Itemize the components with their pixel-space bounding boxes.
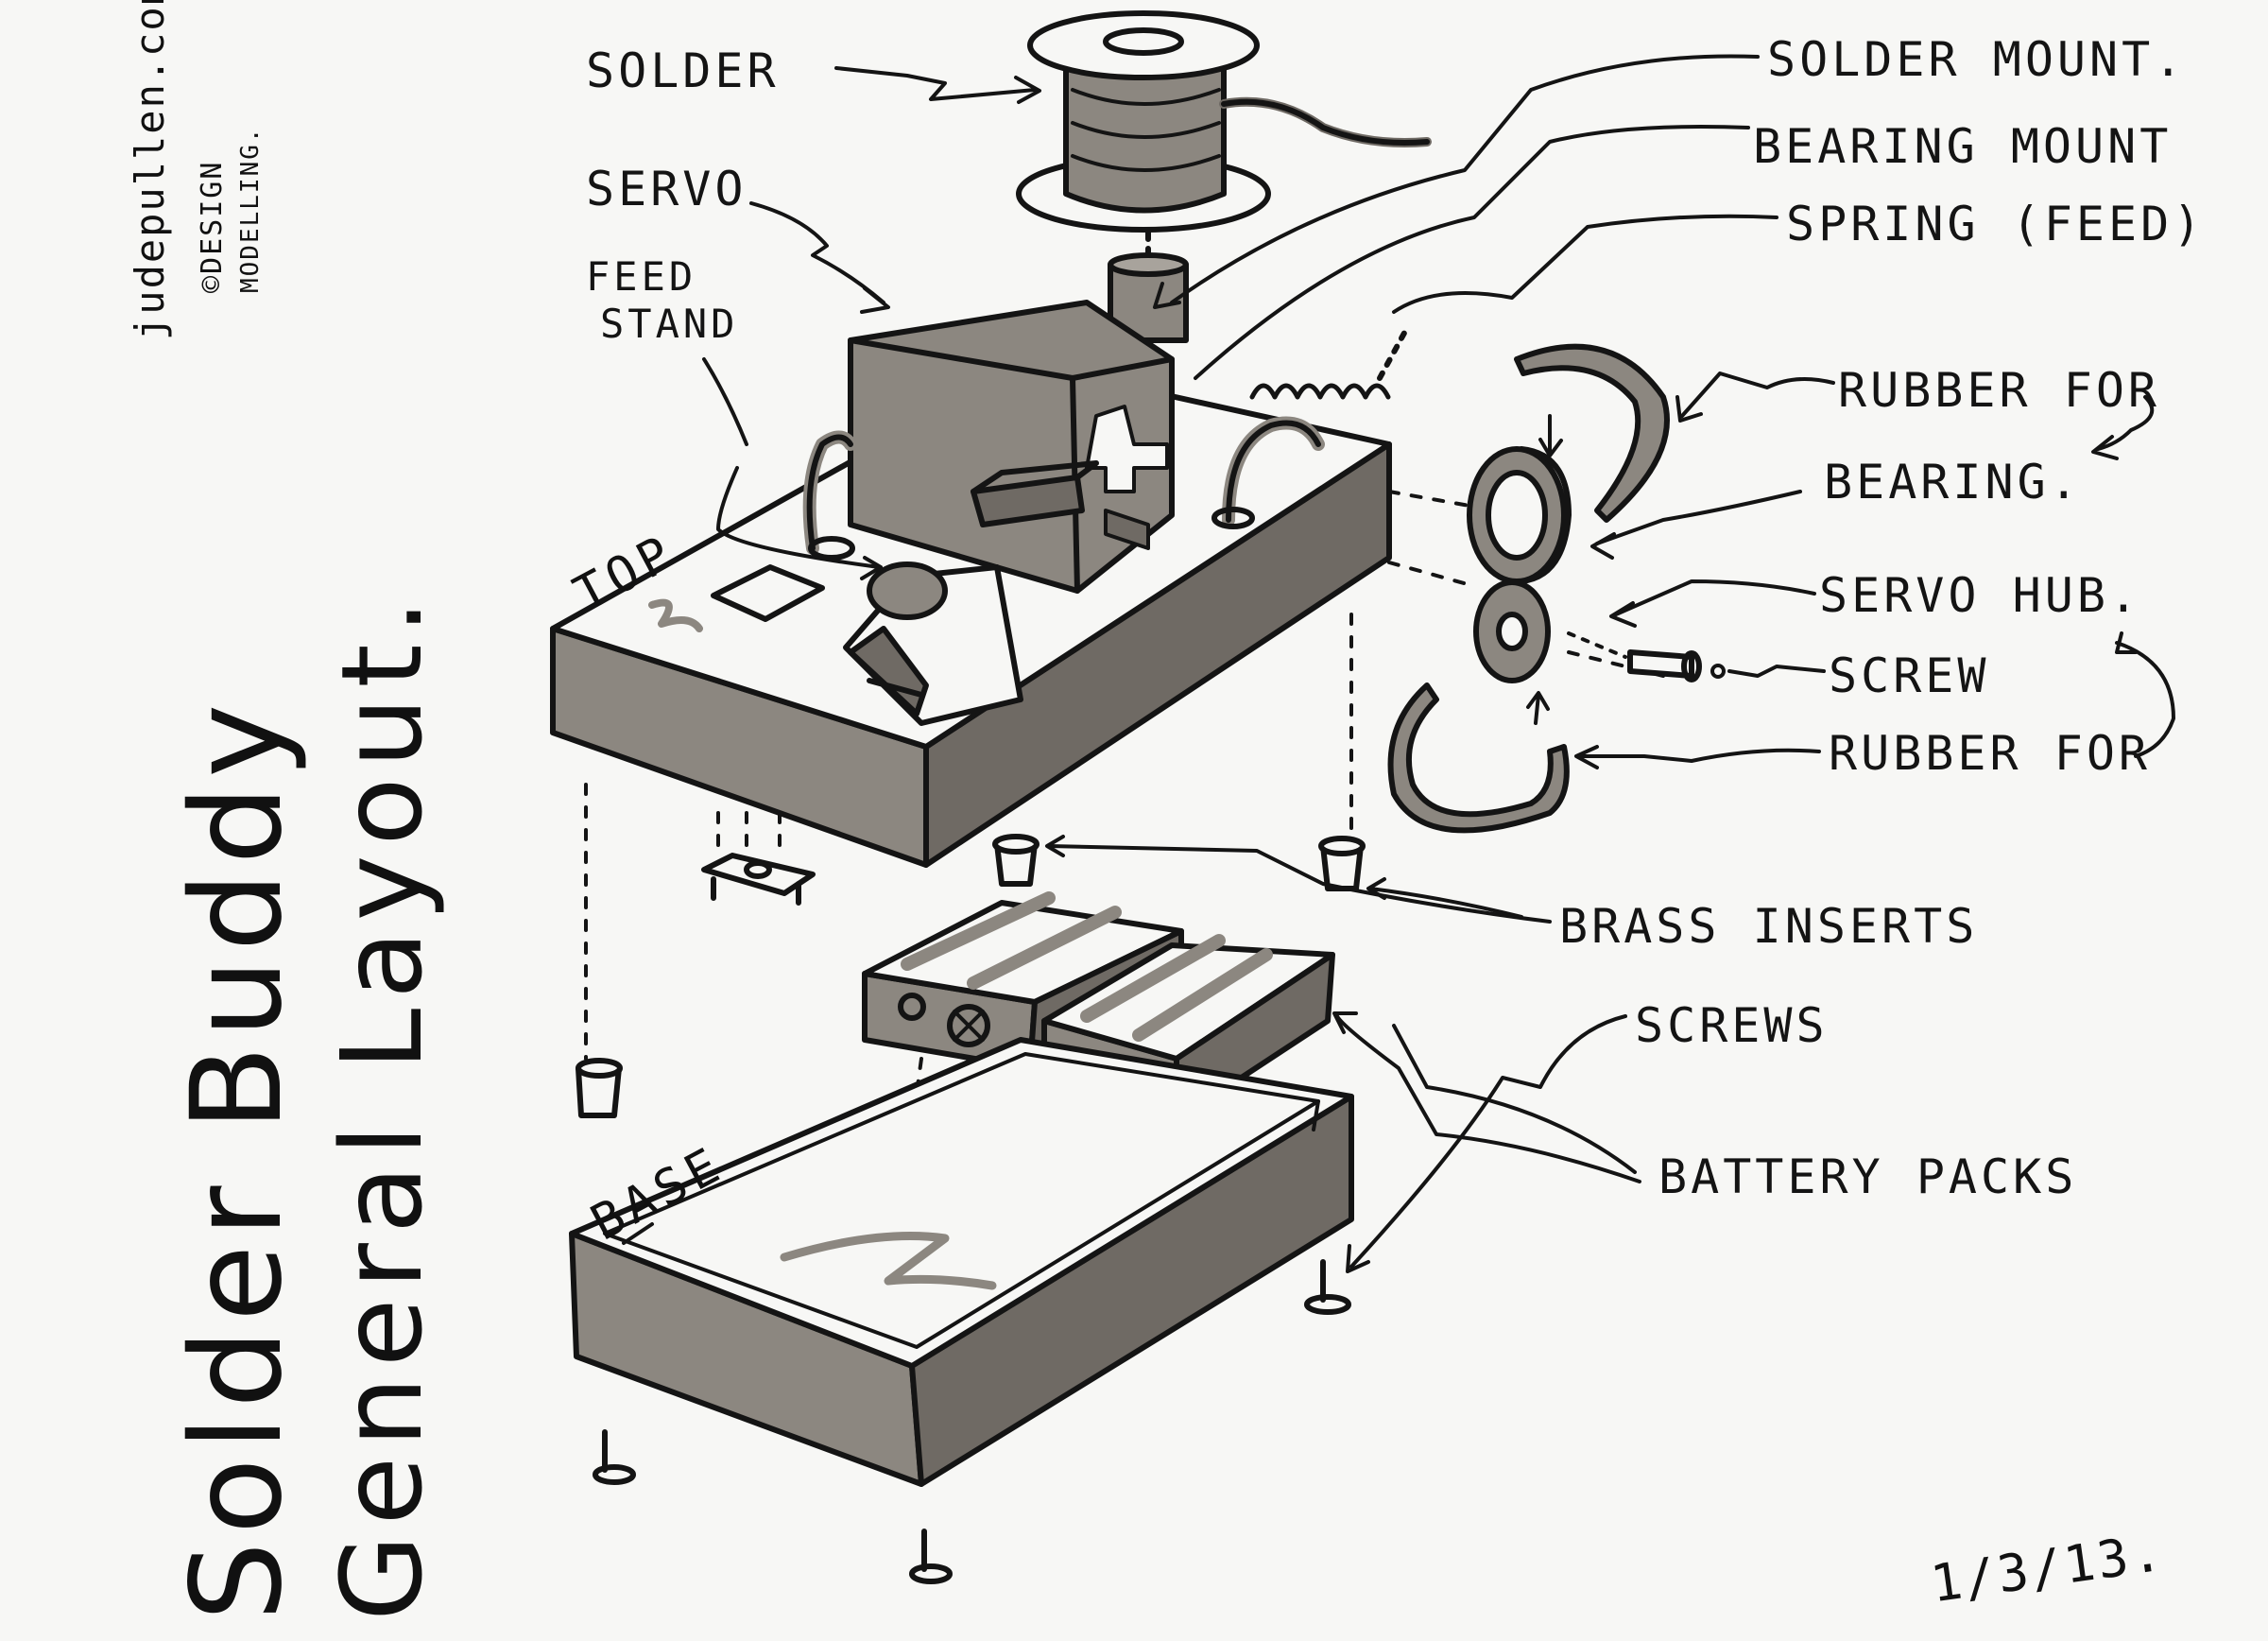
switch [701, 853, 816, 906]
credit-site: judepullen.com [127, 0, 173, 340]
label-feed-stand-2: STAND [600, 301, 739, 347]
credit-line-2: ©DESIGN [196, 160, 229, 293]
credit-line-3: MODELLING. [236, 126, 265, 293]
solder-spool [1016, 10, 1432, 258]
leader-lines [702, 54, 2175, 1273]
bearing-assembly [1467, 446, 1572, 683]
label-screws: SCREWS [1635, 998, 1829, 1053]
label-bearing: BEARING. [1824, 455, 2082, 510]
base-screws [593, 1259, 1351, 1584]
rubber-bands [1387, 343, 1670, 834]
base-tray [569, 1037, 1354, 1487]
spring [1249, 323, 1411, 400]
label-rubber-for-2: RUBBER FOR [1829, 726, 2152, 781]
label-rubber-for-1: RUBBER FOR [1838, 363, 2161, 418]
label-screw: SCREW [1829, 648, 1990, 703]
label-bearing-mount: BEARING MOUNT [1753, 119, 2173, 174]
label-servo-hub: SERVO HUB. [1819, 568, 2142, 623]
page-title: Solder Buddy [164, 696, 310, 1621]
bearing-mount-block [971, 460, 1099, 527]
label-servo: SERVO [586, 162, 747, 216]
page-subtitle: General Layout. [317, 589, 447, 1621]
feed-stand [802, 416, 1325, 561]
label-brass-inserts: BRASS INSERTS [1559, 899, 1979, 954]
label-feed-stand-1: FEED [586, 253, 697, 300]
hub-screw [1567, 631, 1702, 682]
label-solder-mount: SOLDER MOUNT. [1767, 32, 2187, 87]
label-spring-feed: SPRING (FEED) [1786, 197, 2206, 251]
label-battery-packs: BATTERY PACKS [1658, 1149, 2078, 1204]
label-solder: SOLDER [586, 43, 780, 98]
feed-roller [843, 561, 1023, 726]
